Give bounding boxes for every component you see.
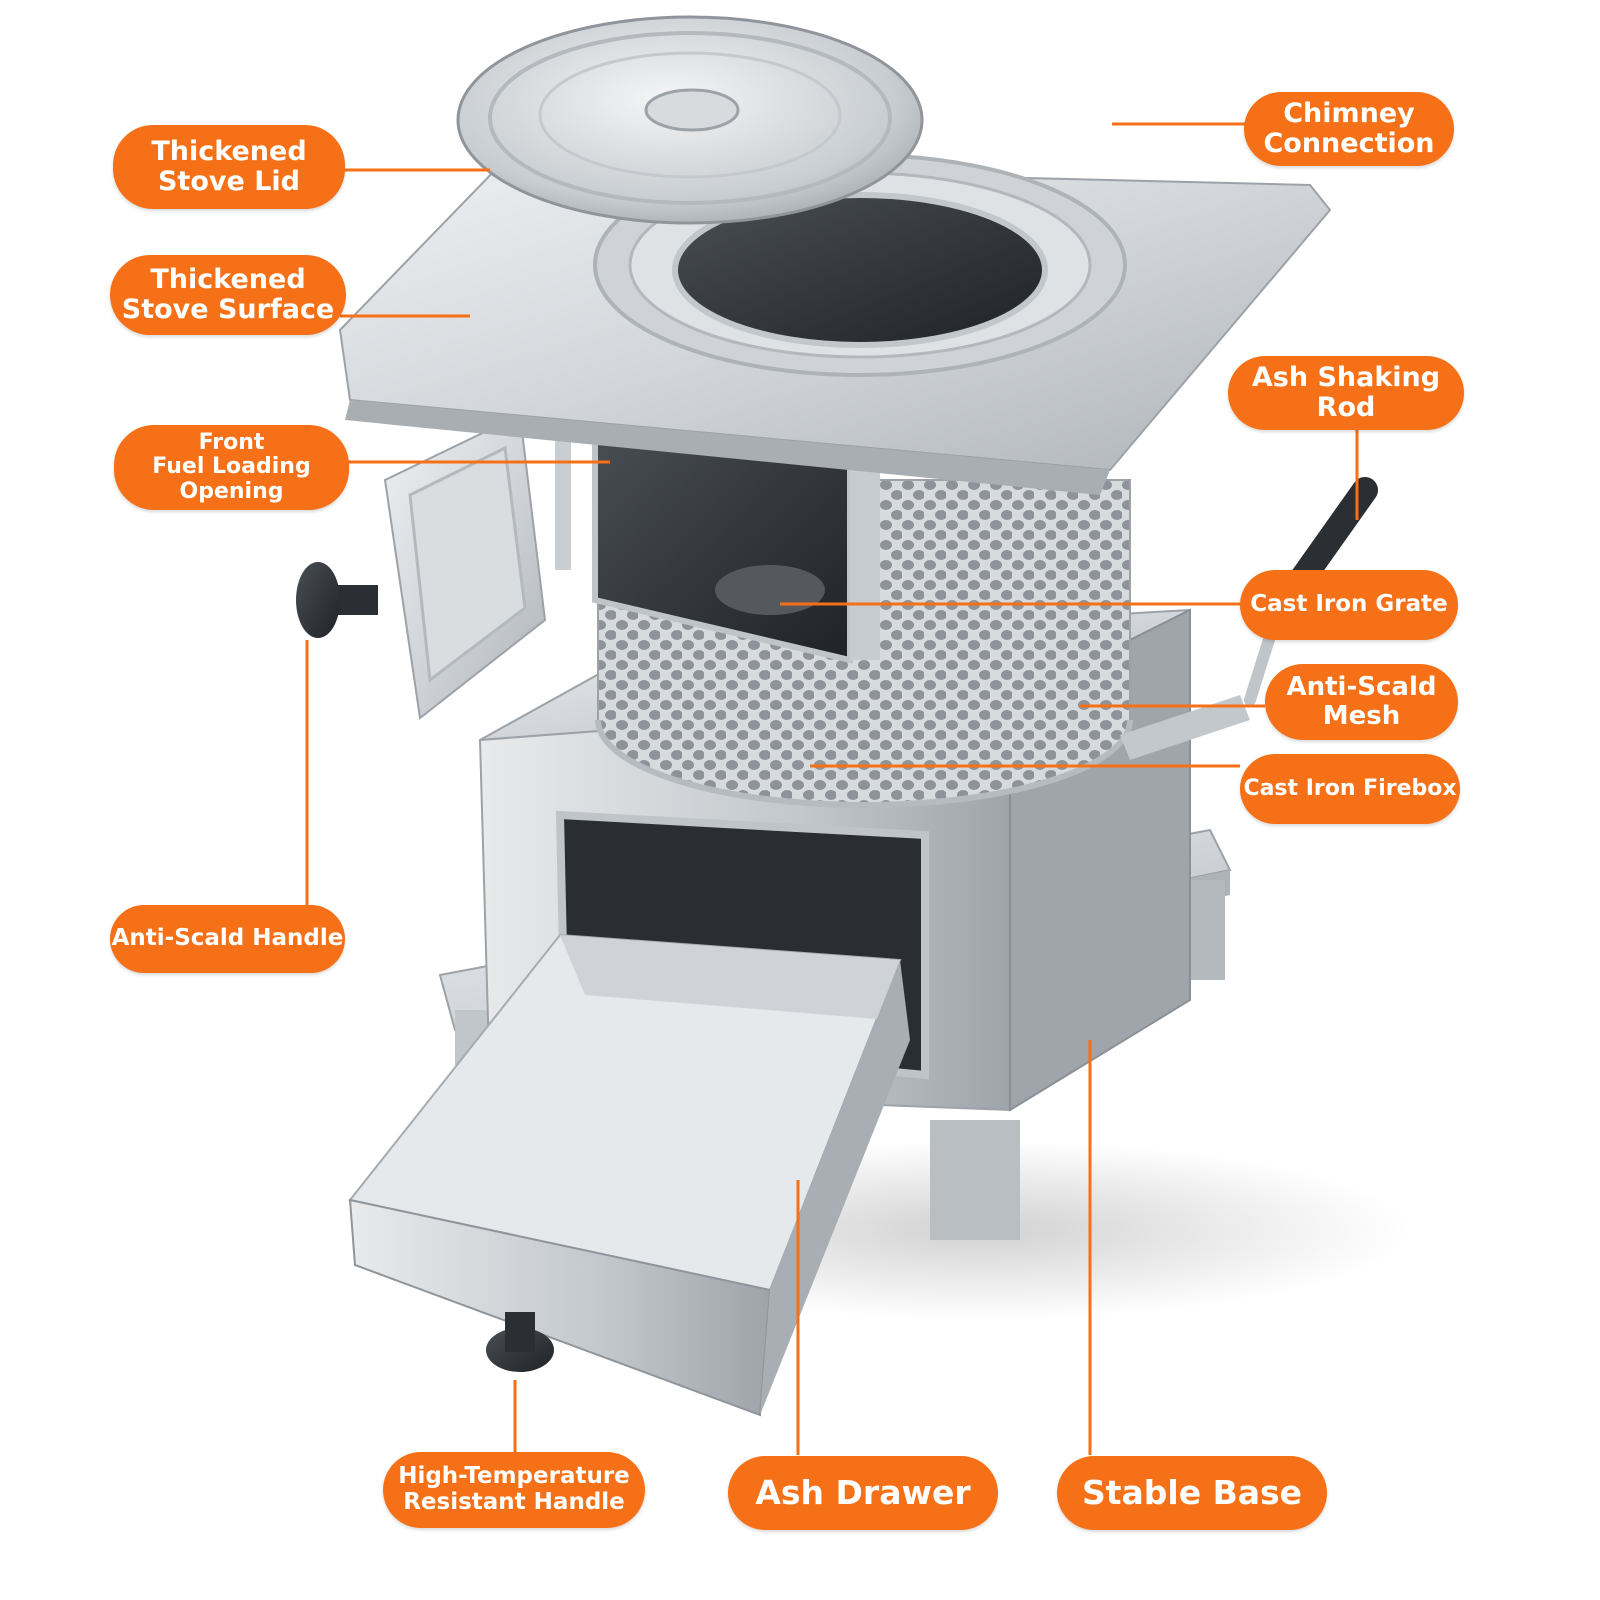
ash-drawer — [348, 933, 910, 1417]
label-anti-scald-handle: Anti-Scald Handle — [110, 905, 345, 973]
label-chimney-connection: Chimney Connection — [1244, 92, 1454, 166]
label-anti-scald-mesh: Anti-Scald Mesh — [1265, 664, 1458, 740]
leader-lines — [305, 122, 1359, 1455]
label-thickened-stove-surface: Thickened Stove Surface — [110, 255, 346, 335]
label-ash-shaking-rod: Ash Shaking Rod — [1228, 356, 1464, 430]
label-cast-iron-grate: Cast Iron Grate — [1240, 570, 1458, 640]
label-stable-base: Stable Base — [1057, 1456, 1327, 1530]
label-cast-iron-firebox: Cast Iron Firebox — [1240, 754, 1460, 824]
label-high-temperature-resistant-handle: High-Temperature Resistant Handle — [383, 1452, 645, 1528]
label-ash-drawer: Ash Drawer — [728, 1456, 998, 1530]
front-door — [383, 413, 571, 720]
stove-lid — [456, 15, 924, 225]
label-thickened-stove-lid: Thickened Stove Lid — [113, 125, 345, 209]
side-knob — [296, 562, 378, 638]
label-front-fuel-loading-opening: Front Fuel Loading Opening — [114, 425, 349, 510]
